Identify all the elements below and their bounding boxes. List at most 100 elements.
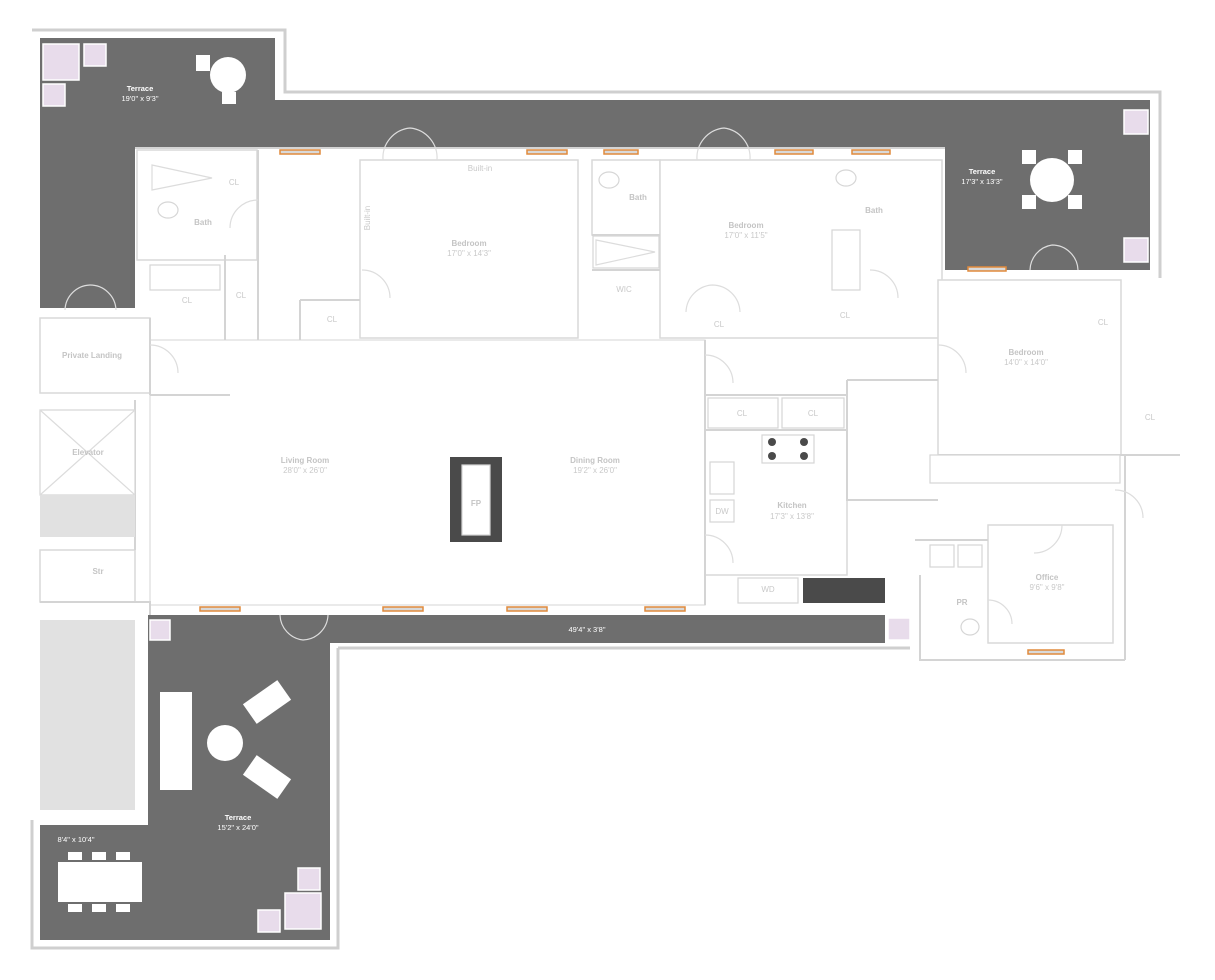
door [229, 199, 259, 229]
window [644, 606, 686, 612]
terrace-north-floor [40, 38, 1150, 308]
living-room-dims: 28'0" x 26'0" [283, 466, 327, 475]
elevator-lobby [40, 495, 135, 537]
chair [68, 852, 82, 860]
bedroom-3-dims: 14'0" x 14'0" [1004, 358, 1048, 367]
burner [800, 452, 808, 460]
terrace-sw-name: Terrace [225, 813, 252, 822]
closet-label: CL [714, 320, 725, 329]
door [704, 534, 734, 564]
terrace-south-railing [30, 646, 910, 950]
door [869, 269, 899, 299]
planter [1123, 109, 1149, 135]
chair [196, 55, 210, 71]
fireplace-box [461, 464, 491, 536]
terrace-nw-name: Terrace [127, 84, 154, 93]
built-in-side-label: Built-in [363, 206, 372, 230]
terrace-dining-table [1030, 158, 1074, 202]
closet-label: CL [1098, 318, 1109, 327]
elevator-label: Elevator [72, 448, 104, 457]
door [685, 284, 741, 313]
toilet [157, 201, 179, 219]
terrace-nw-dims: 19'0" x 9'3" [122, 94, 159, 103]
window [603, 149, 639, 155]
living-dining-room [149, 339, 706, 606]
chair [92, 904, 106, 912]
planter [42, 83, 66, 107]
burner [768, 452, 776, 460]
bath-2-label: Bath [629, 193, 647, 202]
bath-1-label: Bath [194, 218, 212, 227]
outdoor-dining-table [58, 862, 142, 902]
office-sink [957, 544, 983, 568]
door [937, 344, 967, 374]
closet-label: CL [737, 409, 748, 418]
chair [116, 852, 130, 860]
chair [1068, 195, 1082, 209]
lounge-chair [242, 680, 292, 724]
chair [68, 904, 82, 912]
burner [768, 438, 776, 446]
window [506, 606, 548, 612]
door [696, 127, 751, 161]
door [1033, 524, 1063, 554]
planter [284, 892, 322, 930]
door [704, 354, 734, 384]
chair [1022, 195, 1036, 209]
bedroom-2-tub [831, 229, 861, 291]
washer-dryer-unit [737, 577, 799, 604]
bedroom-1-room [359, 159, 579, 339]
window [526, 149, 568, 155]
planter [1123, 237, 1149, 263]
window [1027, 649, 1065, 655]
living-room-name: Living Room [281, 456, 329, 465]
powder-room-label: PR [956, 598, 967, 607]
chair [116, 904, 130, 912]
closet-label: CL [840, 311, 851, 320]
window [279, 149, 321, 155]
bedroom-2-name: Bedroom [728, 221, 763, 230]
terrace-south-strip [330, 615, 885, 643]
terrace-north-railing [32, 28, 1162, 278]
kitchen-island-dark [803, 578, 885, 603]
built-in-top-label: Built-in [468, 164, 492, 173]
window [851, 149, 891, 155]
sofa [160, 692, 192, 790]
burner [800, 438, 808, 446]
door [361, 269, 391, 299]
chair [222, 92, 236, 104]
closet-label: CL [182, 296, 193, 305]
planter [149, 619, 171, 641]
kitchen-dims: 17'3" x 13'8" [770, 512, 814, 521]
bedroom-3-counter [929, 454, 1121, 484]
door [382, 127, 438, 161]
chair [92, 852, 106, 860]
planter [83, 43, 107, 67]
window [199, 606, 241, 612]
kitchen-name: Kitchen [777, 501, 806, 510]
bath-1-room [136, 149, 258, 261]
office-sink [929, 544, 955, 568]
planter [257, 909, 281, 933]
chair [1068, 150, 1082, 164]
office-dims: 9'6" x 9'8" [1030, 583, 1065, 592]
office-name: Office [1036, 573, 1059, 582]
chair [1022, 150, 1036, 164]
closet-label: CL [327, 315, 338, 324]
dishwasher-unit [709, 499, 735, 523]
wic-label: WIC [616, 285, 632, 294]
closet-label: CL [808, 409, 819, 418]
fireplace-label: FP [471, 499, 482, 508]
bath-3-label: Bath [865, 206, 883, 215]
closet-label: CL [1145, 413, 1156, 422]
door [1114, 489, 1144, 519]
corridor-strip [40, 620, 135, 810]
bedroom-3-name: Bedroom [1008, 348, 1043, 357]
closet-box [781, 397, 845, 429]
toilet [960, 618, 980, 636]
dining-room-dims: 19'2" x 26'0" [573, 466, 617, 475]
bedroom-2-dims: 17'0" x 11'5" [724, 231, 767, 240]
door [1029, 244, 1079, 271]
window [774, 149, 814, 155]
